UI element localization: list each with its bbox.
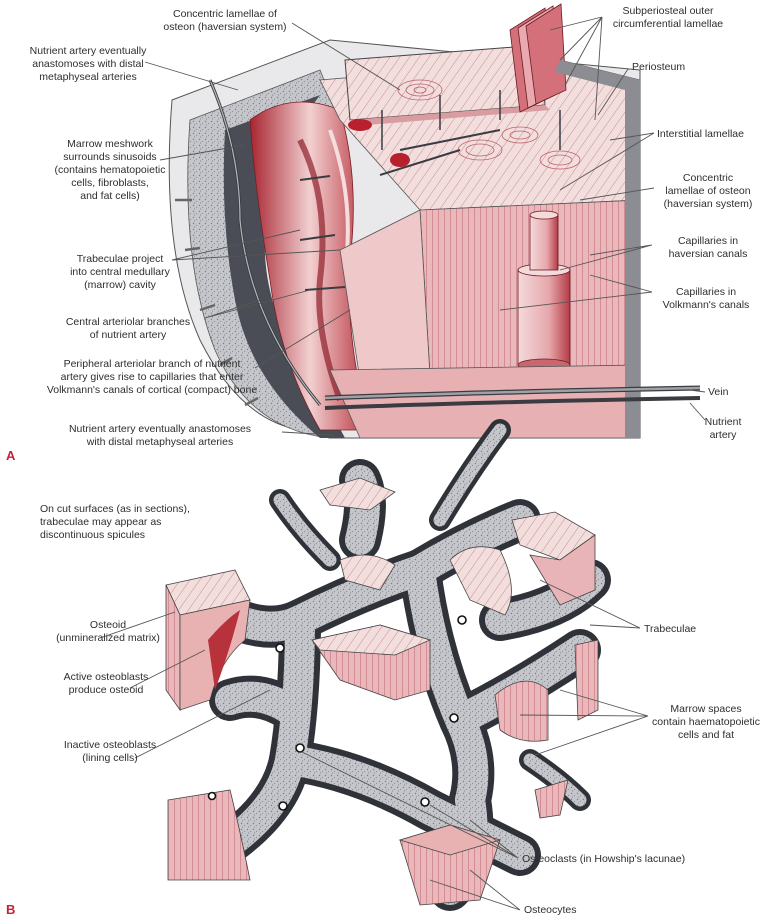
label-osteoclasts: Osteoclasts (in Howship's lacunae): [522, 853, 685, 865]
label-osteocytes: Osteocytes: [524, 904, 577, 916]
label-vein: Vein: [708, 386, 729, 398]
bottom-left-block: [168, 790, 250, 880]
label-peripheral: Peripheral arteriolar branch of nutrient…: [47, 358, 258, 396]
label-cut-surfaces: On cut surfaces (as in sections),trabecu…: [40, 503, 190, 541]
right-block-upper: [575, 640, 598, 720]
label-interstitial: Interstitial lamellae: [657, 128, 744, 140]
panel-b-illustration: [166, 430, 598, 905]
label-trabeculae-b: Trabeculae: [644, 623, 696, 635]
right-block-middle: [495, 681, 548, 741]
panel-b-letter: B: [6, 902, 15, 917]
label-inactive-osteoblasts: Inactive osteoblasts(lining cells): [64, 739, 156, 764]
panel-a-letter: A: [6, 448, 16, 463]
panel-a-illustration: [169, 4, 700, 438]
label-periosteum: Periosteum: [632, 61, 685, 73]
right-block-lower: [535, 780, 568, 818]
